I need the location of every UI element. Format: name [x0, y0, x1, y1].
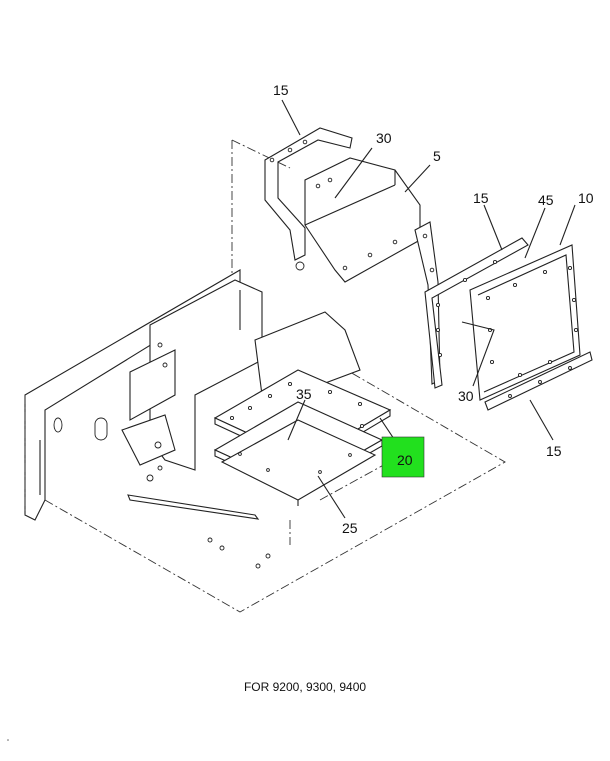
- callout-15-top: 15: [273, 82, 289, 98]
- callout-15-right: 15: [473, 190, 489, 206]
- callout-45: 45: [538, 192, 554, 208]
- floor-details: [127, 494, 271, 569]
- callout-20-highlight: [381, 436, 425, 478]
- bracket-15-top: [264, 127, 353, 271]
- callout-20: 20: [397, 452, 413, 468]
- duct-panel-5: [304, 157, 441, 385]
- callout-5: 5: [433, 148, 441, 164]
- access-panel-10: [469, 244, 581, 401]
- gasket-plate-25: [213, 401, 384, 506]
- gasket-frame-45: [424, 237, 529, 389]
- callout-30-bottom: 30: [458, 388, 474, 404]
- strip-15-bottom: [484, 351, 593, 411]
- callout-15-bottom: 15: [546, 443, 562, 459]
- applicability-caption: FOR 9200, 9300, 9400: [243, 680, 367, 694]
- callout-25: 25: [342, 520, 358, 536]
- callout-labels: 15 30 5 15 45 10 35 20 30 15 25: [273, 82, 594, 536]
- center-support: [121, 279, 361, 482]
- callout-35: 35: [296, 386, 312, 402]
- leader-lines: [281, 99, 576, 519]
- stray-mark: [7, 739, 9, 741]
- callout-30-top: 30: [376, 130, 392, 146]
- callout-10: 10: [578, 190, 594, 206]
